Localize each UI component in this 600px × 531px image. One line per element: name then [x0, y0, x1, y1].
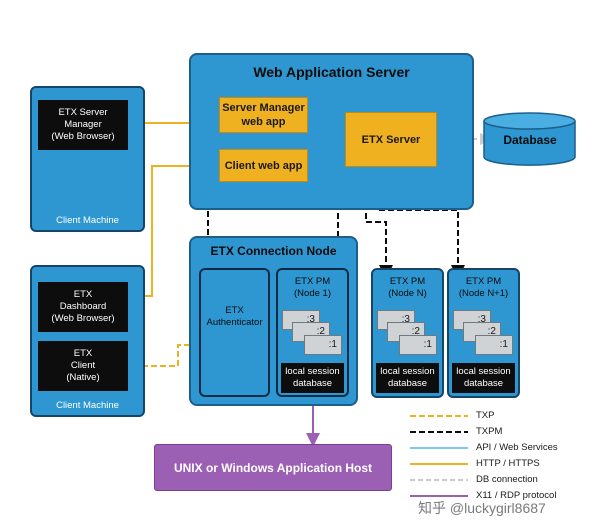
- pm-node1-local-db: local session database: [281, 363, 344, 393]
- application-host-label: UNIX or Windows Application Host: [173, 460, 373, 475]
- legend-http: HTTP / HTTPS: [476, 458, 540, 469]
- client-web-app-label: Client web app: [224, 159, 303, 172]
- client-machine-top-label: Client Machine: [56, 215, 119, 226]
- client-web-app: Client web app: [219, 149, 308, 182]
- authenticator-line1: ETX: [225, 305, 244, 316]
- connection-node-title: ETX Connection Node: [210, 244, 337, 258]
- sm-browser-line1: ETX Server: [58, 107, 108, 118]
- client-machine-bottom-label: Client Machine: [56, 400, 119, 411]
- authenticator-label: ETX Authenticator: [199, 305, 270, 329]
- etx-native-client: ETX Client (Native): [38, 341, 128, 391]
- etx-server-manager-browser: ETX Server Manager (Web Browser): [38, 100, 128, 150]
- pm-nodeN-db-line2: database: [387, 378, 428, 389]
- legend-txpm: TXPM: [476, 426, 503, 437]
- watermark-text: 知乎 @luckygirl8687: [418, 500, 546, 516]
- pm-nodeN1-session-1: :1: [475, 335, 513, 355]
- pm-nodeN1-db-line1: local session: [456, 366, 511, 377]
- server-manager-line1: Server Manager: [222, 102, 305, 114]
- etx-server: ETX Server: [345, 112, 437, 167]
- etx-dashboard-browser: ETX Dashboard (Web Browser): [38, 282, 128, 332]
- dashboard-line3: (Web Browser): [51, 313, 115, 324]
- native-line3: (Native): [66, 372, 100, 383]
- application-host: UNIX or Windows Application Host: [154, 444, 392, 491]
- legend-txp: TXP: [476, 410, 495, 421]
- legend-db: DB connection: [476, 474, 538, 485]
- pm-node1-line2: (Node 1): [294, 288, 331, 299]
- pm-nodeN-line2: (Node N): [388, 288, 427, 299]
- etx-server-label: ETX Server: [361, 133, 421, 146]
- pm-node1-line1: ETX PM: [294, 276, 331, 287]
- sm-browser-line2: Manager: [64, 119, 102, 130]
- pm-node1-db-line2: database: [292, 378, 333, 389]
- dashboard-line1: ETX: [73, 289, 93, 300]
- server-manager-line2: web app: [241, 116, 286, 128]
- pm-nodeN-session-1: :1: [399, 335, 437, 355]
- native-line1: ETX: [73, 348, 93, 359]
- pm-node1-db-line1: local session: [285, 366, 340, 377]
- dashboard-line2: Dashboard: [59, 301, 107, 312]
- pm-node1-session-1: :1: [304, 335, 342, 355]
- pm-nodeN1-db-line2: database: [463, 378, 504, 389]
- pm-nodeN1-title: ETX PM (Node N+1): [447, 276, 520, 300]
- authenticator-line2: Authenticator: [206, 317, 263, 328]
- database-icon: [483, 112, 576, 166]
- pm-nodeN-line1: ETX PM: [389, 276, 426, 287]
- etx-authenticator: [199, 268, 270, 397]
- pm-nodeN-db-line1: local session: [380, 366, 435, 377]
- server-manager-web-app: Server Manager web app: [219, 97, 308, 133]
- legend-api: API / Web Services: [476, 442, 558, 453]
- pm-nodeN-local-db: local session database: [376, 363, 439, 393]
- pm-nodeN1-line1: ETX PM: [465, 276, 502, 287]
- native-line2: Client: [70, 360, 96, 371]
- pm-nodeN1-line2: (Node N+1): [458, 288, 509, 299]
- pm-nodeN1-local-db: local session database: [452, 363, 515, 393]
- web-server-title: Web Application Server: [253, 64, 410, 80]
- database-label: Database: [503, 133, 557, 147]
- sm-browser-line3: (Web Browser): [51, 131, 115, 142]
- legend-x11: X11 / RDP protocol: [476, 490, 557, 501]
- pm-node1-title: ETX PM (Node 1): [276, 276, 349, 300]
- pm-nodeN-title: ETX PM (Node N): [371, 276, 444, 300]
